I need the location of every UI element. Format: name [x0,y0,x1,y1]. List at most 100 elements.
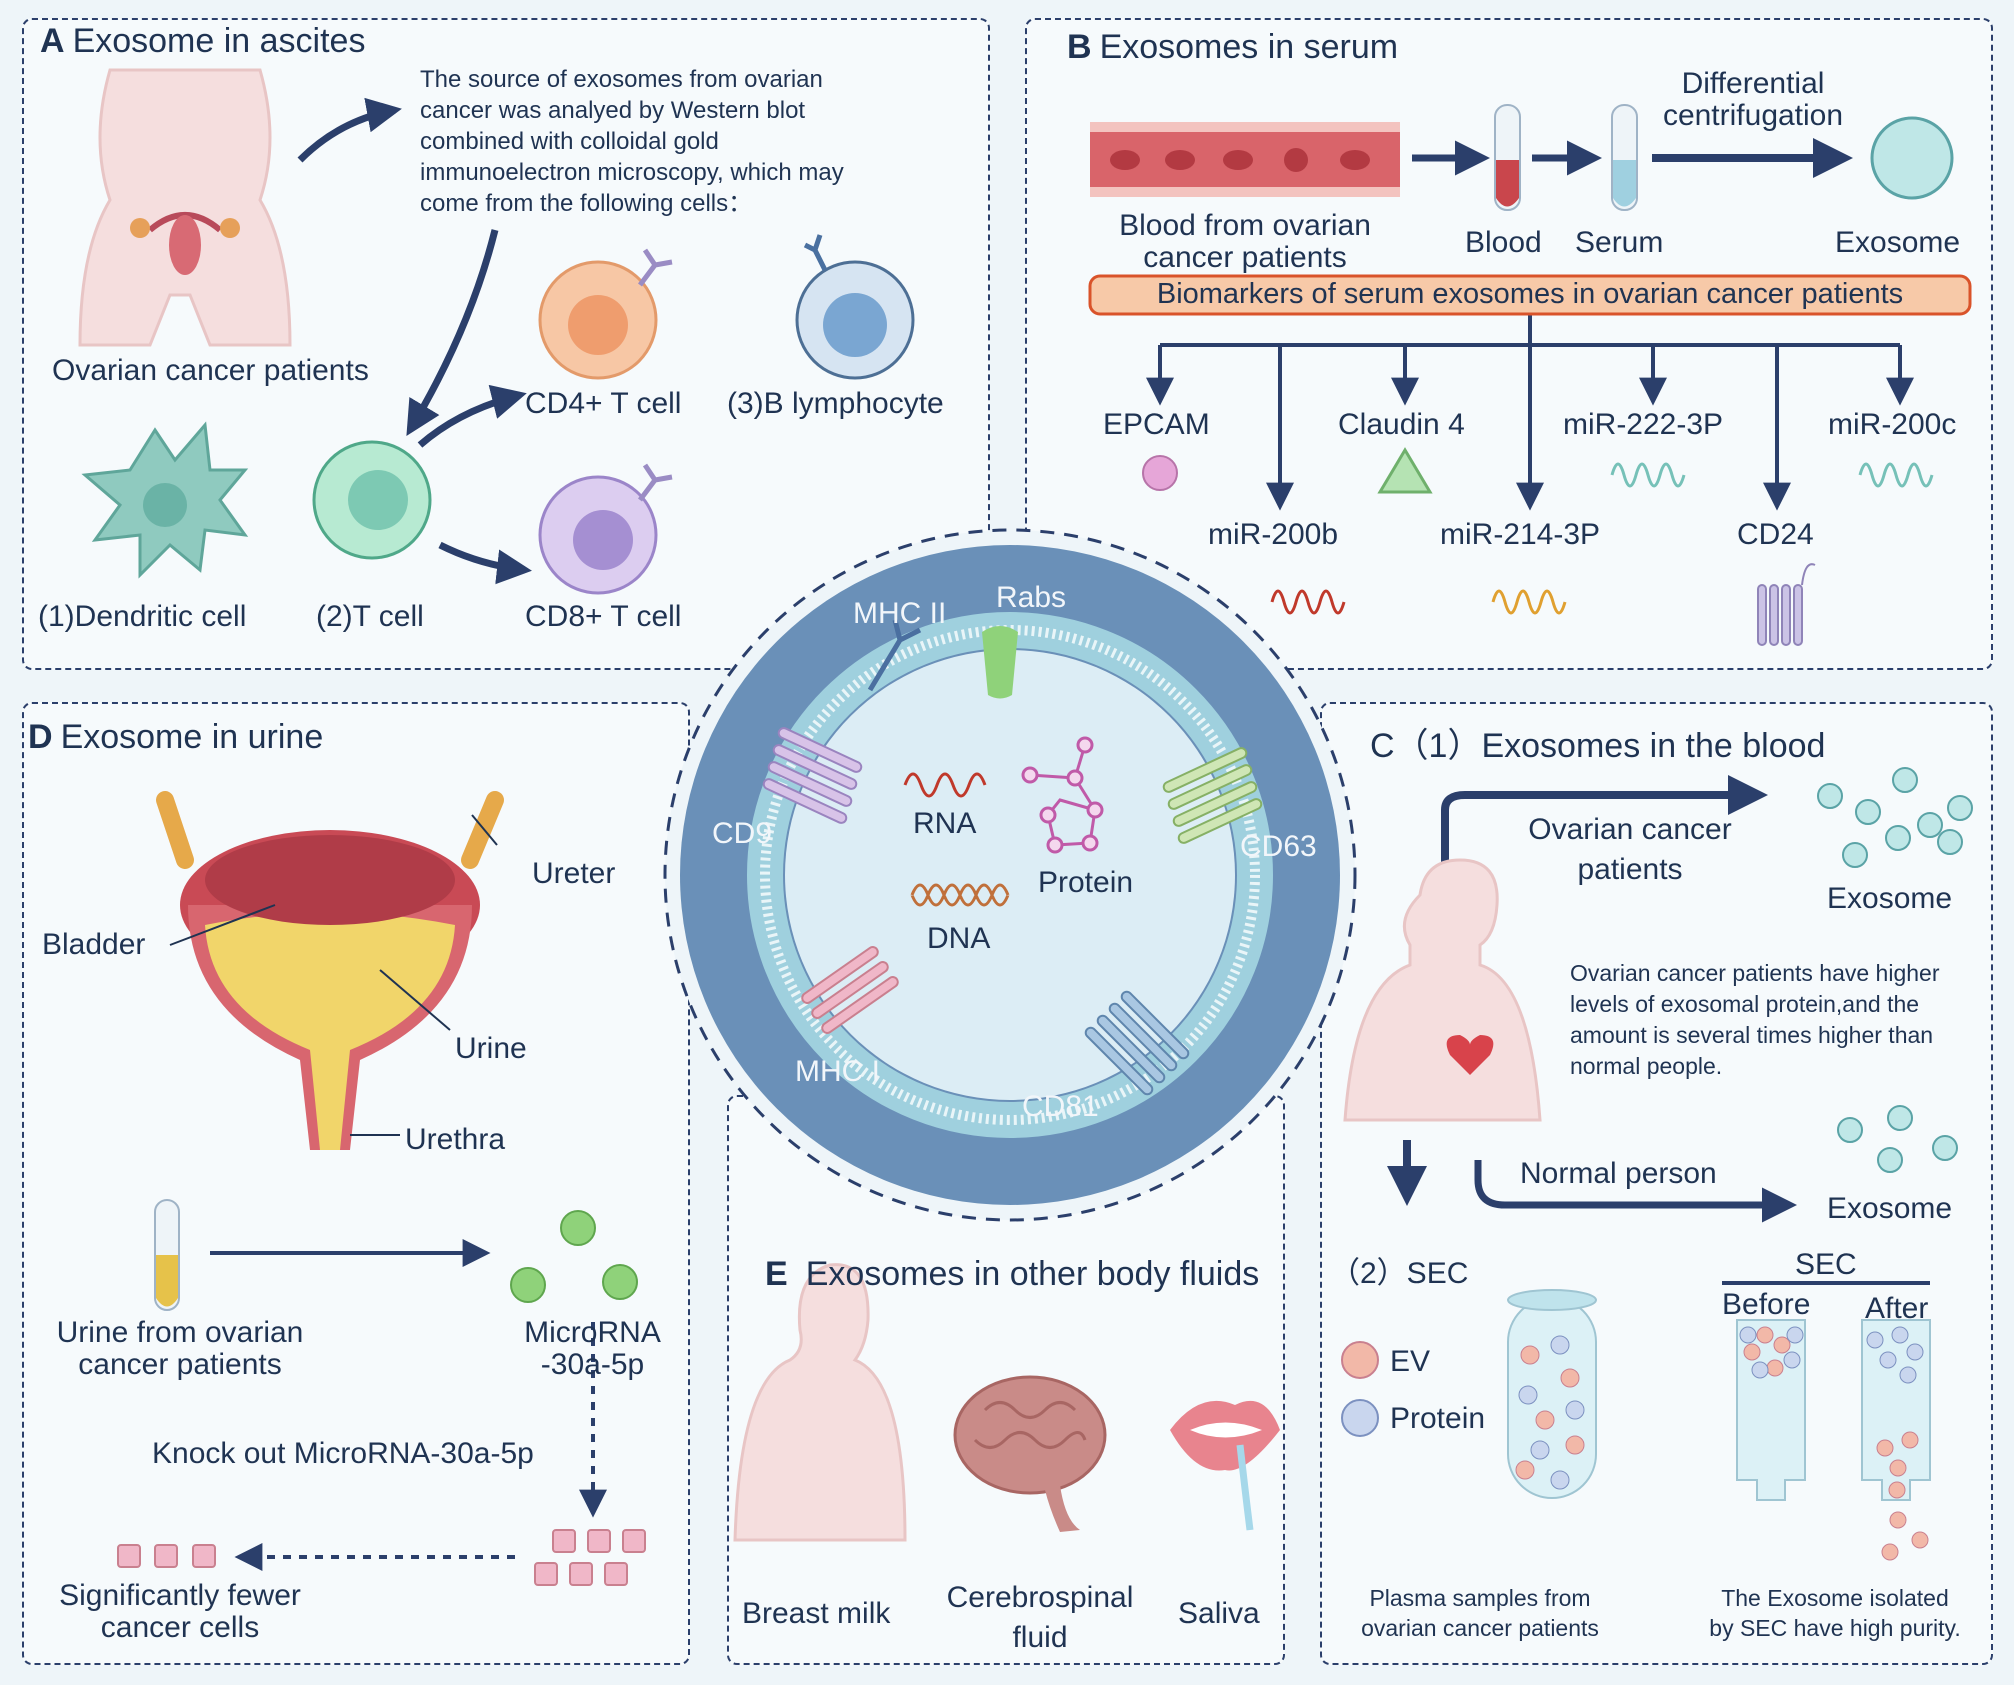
bladder-icon [156,791,504,1150]
label-urine-from-line2: cancer patients [78,1348,282,1381]
panel-b-title-text: Exosomes in serum [1099,28,1399,66]
label-microrna-line2: -30a-5p [540,1348,645,1381]
label-isolated-line1: The Exosome isolated [1721,1585,1949,1611]
claudin-icon [1377,447,1433,494]
ureter-pointer [471,814,498,846]
cd4-t-cell-icon [538,248,673,380]
label-blood-from-line1: Blood from ovarian [1119,209,1371,242]
label-tcell: (2)T cell [316,600,424,633]
epcam-icon [1142,455,1178,491]
label-urine-from: Urine from ovarian cancer patients [32,1317,328,1381]
exosome-lumen [785,650,1235,1100]
label-plasma: Plasma samples from ovarian cancer patie… [1335,1583,1625,1643]
label-cd8: CD8+ T cell [525,600,682,633]
label-isolated-line2: by SEC have high purity. [1709,1615,1961,1641]
bladder-pointer [169,904,276,946]
microrna-icon [510,1210,638,1303]
label-claudin: Claudin 4 [1338,408,1465,441]
label-csf-line2: fluid [1012,1621,1068,1654]
cd8-t-cell-icon [538,463,673,595]
label-mhc1: MHC I [795,1055,880,1088]
panel-c [1320,702,1993,1665]
label-normal-person: Normal person [1520,1157,1717,1190]
sec-before-column [1736,1319,1806,1501]
label-bladder: Bladder [42,928,146,961]
mhc1-protein [801,946,899,1034]
cd24-icon [1757,563,1816,646]
label-microrna: MicroRNA -30a-5p [505,1317,680,1381]
biomarkers-label: Biomarkers of serum exosomes in ovarian … [1156,278,1904,310]
exosome-cluster-patients [1817,767,1973,868]
panel-b-letter: B [1067,28,1092,66]
label-urethra: Urethra [405,1123,506,1156]
label-cd81: CD81 [1022,1090,1099,1123]
dendritic-cell-icon [81,421,249,579]
panel-a-description: The source of exosomes from ovarian canc… [420,66,844,217]
cd81-protein [1084,990,1190,1096]
label-ovarian-c: Ovarian cancer patients [1500,810,1760,890]
label-cd4: CD4+ T cell [525,387,682,420]
label-differential-line1: Differential [1681,67,1825,100]
panel-a-title-text: Exosome in ascites [72,22,366,60]
exosome-cluster-normal [1837,1105,1958,1173]
panel-a-letter: A [40,22,65,60]
label-ureter: Ureter [532,857,616,890]
cd63-protein [1162,747,1263,844]
label-csf: Cerebrospinal fluid [925,1578,1155,1658]
rna-icon [903,772,987,798]
mir222-icon [1610,462,1686,488]
label-protein-center: Protein [1038,866,1134,899]
panel-e-title-text: Exosomes in other body fluids [805,1255,1260,1293]
brain-icon [953,1375,1107,1532]
rabs-protein [982,626,1018,699]
protein-icon [1021,736,1104,854]
label-saliva: Saliva [1178,1597,1260,1630]
label-cd9: CD9 [712,817,773,850]
mir200b-icon [1270,589,1346,615]
label-plasma-line2: ovarian cancer patients [1361,1615,1599,1641]
fewer-cells-icon [117,1544,216,1568]
label-sec-title: （2）SEC [1330,1257,1469,1290]
arrow-to-cd4 [417,384,527,448]
blood-vessel-icon [1090,122,1400,197]
label-ovarian-c-line2: patients [1577,853,1683,886]
label-dna: DNA [927,922,991,955]
label-rna: RNA [913,807,977,840]
protein-legend-icon [1341,1399,1379,1437]
label-ovarian-c-line1: Ovarian cancer [1528,813,1732,846]
label-protein-c: Protein [1390,1402,1486,1435]
label-microrna-line1: MicroRNA [524,1316,661,1349]
label-plasma-line1: Plasma samples from [1369,1585,1591,1611]
label-breast-milk: Breast milk [742,1597,891,1630]
label-urine-from-line1: Urine from ovarian [56,1316,304,1349]
label-blood: Blood [1465,226,1542,259]
label-knockout: Knock out MicroRNA-30a-5p [152,1437,534,1470]
label-rabs: Rabs [996,581,1067,614]
breast-torso-icon [733,1263,907,1542]
ev-legend-icon [1341,1341,1379,1379]
label-after: After [1865,1292,1929,1325]
label-ev: EV [1390,1345,1431,1378]
label-b-lymphocyte: (3)B lymphocyte [727,387,944,420]
panel-e-letter: E [765,1255,788,1293]
label-csf-line1: Cerebrospinal [946,1581,1134,1614]
panel-d-letter: D [28,718,53,756]
label-exosome-c2: Exosome [1827,1192,1953,1225]
dna-icon [910,883,1010,907]
label-fewer-cells: Significantly fewer cancer cells [32,1580,328,1644]
label-mhc2: MHC II [853,597,947,630]
label-serum: Serum [1575,226,1664,259]
female-torso-icon [78,68,292,347]
arrow-patients-to-text [297,97,402,163]
label-mir222: miR-222-3P [1563,408,1724,441]
label-urine: Urine [455,1032,527,1065]
arrow-to-tcell [406,229,499,437]
label-sec: SEC [1795,1248,1857,1281]
cd9-protein [762,727,863,824]
label-exosome-b: Exosome [1835,226,1961,259]
b-lymphocyte-icon [795,234,915,380]
label-differential: Differential centrifugation [1648,68,1858,132]
